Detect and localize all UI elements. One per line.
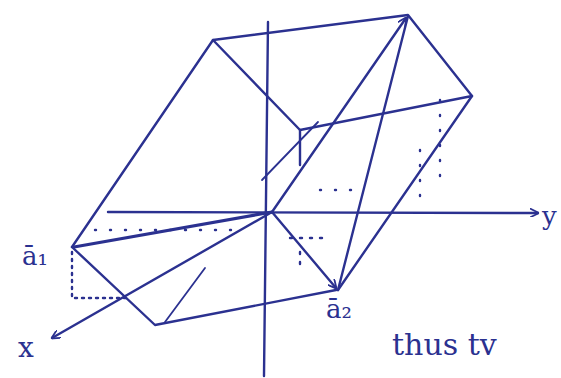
edge: [165, 268, 205, 322]
dots: [290, 238, 330, 270]
vector-label: ā₂: [326, 296, 352, 322]
z-axis: [264, 22, 268, 376]
x-axis: [52, 212, 272, 338]
axis-label: x: [18, 334, 34, 362]
edge: [262, 122, 318, 180]
vector-a1: [74, 212, 272, 247]
projection-line: [72, 252, 130, 298]
edge: [72, 15, 472, 290]
dots: [95, 100, 440, 230]
vector-a2: [272, 212, 336, 288]
note-text: thus tv: [392, 330, 497, 360]
edge: [338, 16, 408, 290]
y-axis: [108, 212, 538, 213]
vector-sum: [272, 18, 406, 212]
axis-label: y: [542, 203, 557, 229]
edge: [72, 247, 336, 325]
edge: [299, 130, 301, 165]
vector-label: ā₁: [22, 243, 48, 269]
edge: [213, 40, 472, 130]
